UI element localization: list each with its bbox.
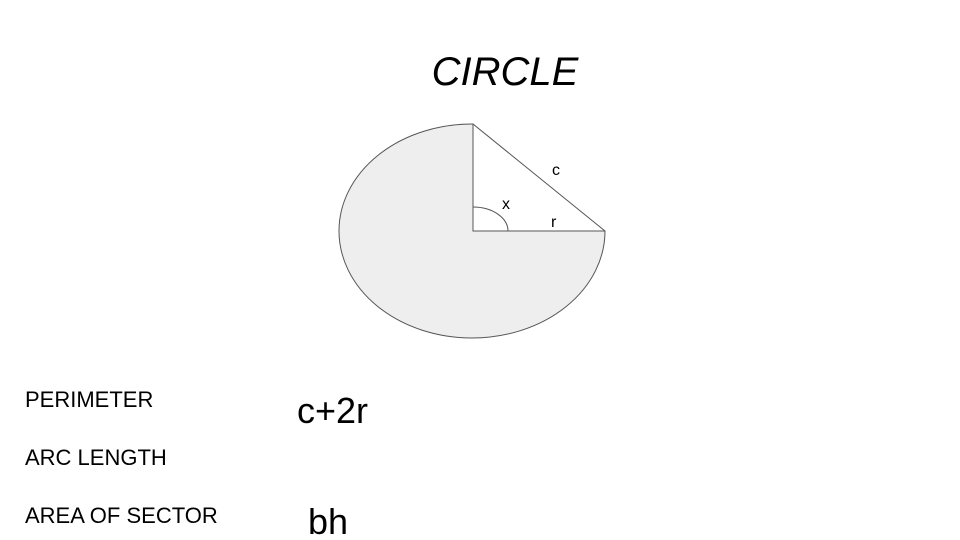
arc-length-label: ARC LENGTH: [25, 445, 167, 470]
sector-shape: [338, 123, 606, 339]
radius-label: r: [551, 214, 557, 231]
area-of-sector-label: AREA OF SECTOR: [25, 503, 218, 528]
page-title: CIRCLE: [431, 50, 579, 94]
perimeter-formula: c+2r: [297, 390, 369, 431]
chord-label: c: [552, 162, 560, 179]
angle-label: x: [502, 196, 510, 213]
chord-line: [472, 123, 606, 232]
area-of-sector-formula: bh: [308, 501, 349, 540]
angle-arc: [472, 206, 509, 232]
perimeter-label: PERIMETER: [25, 387, 154, 412]
